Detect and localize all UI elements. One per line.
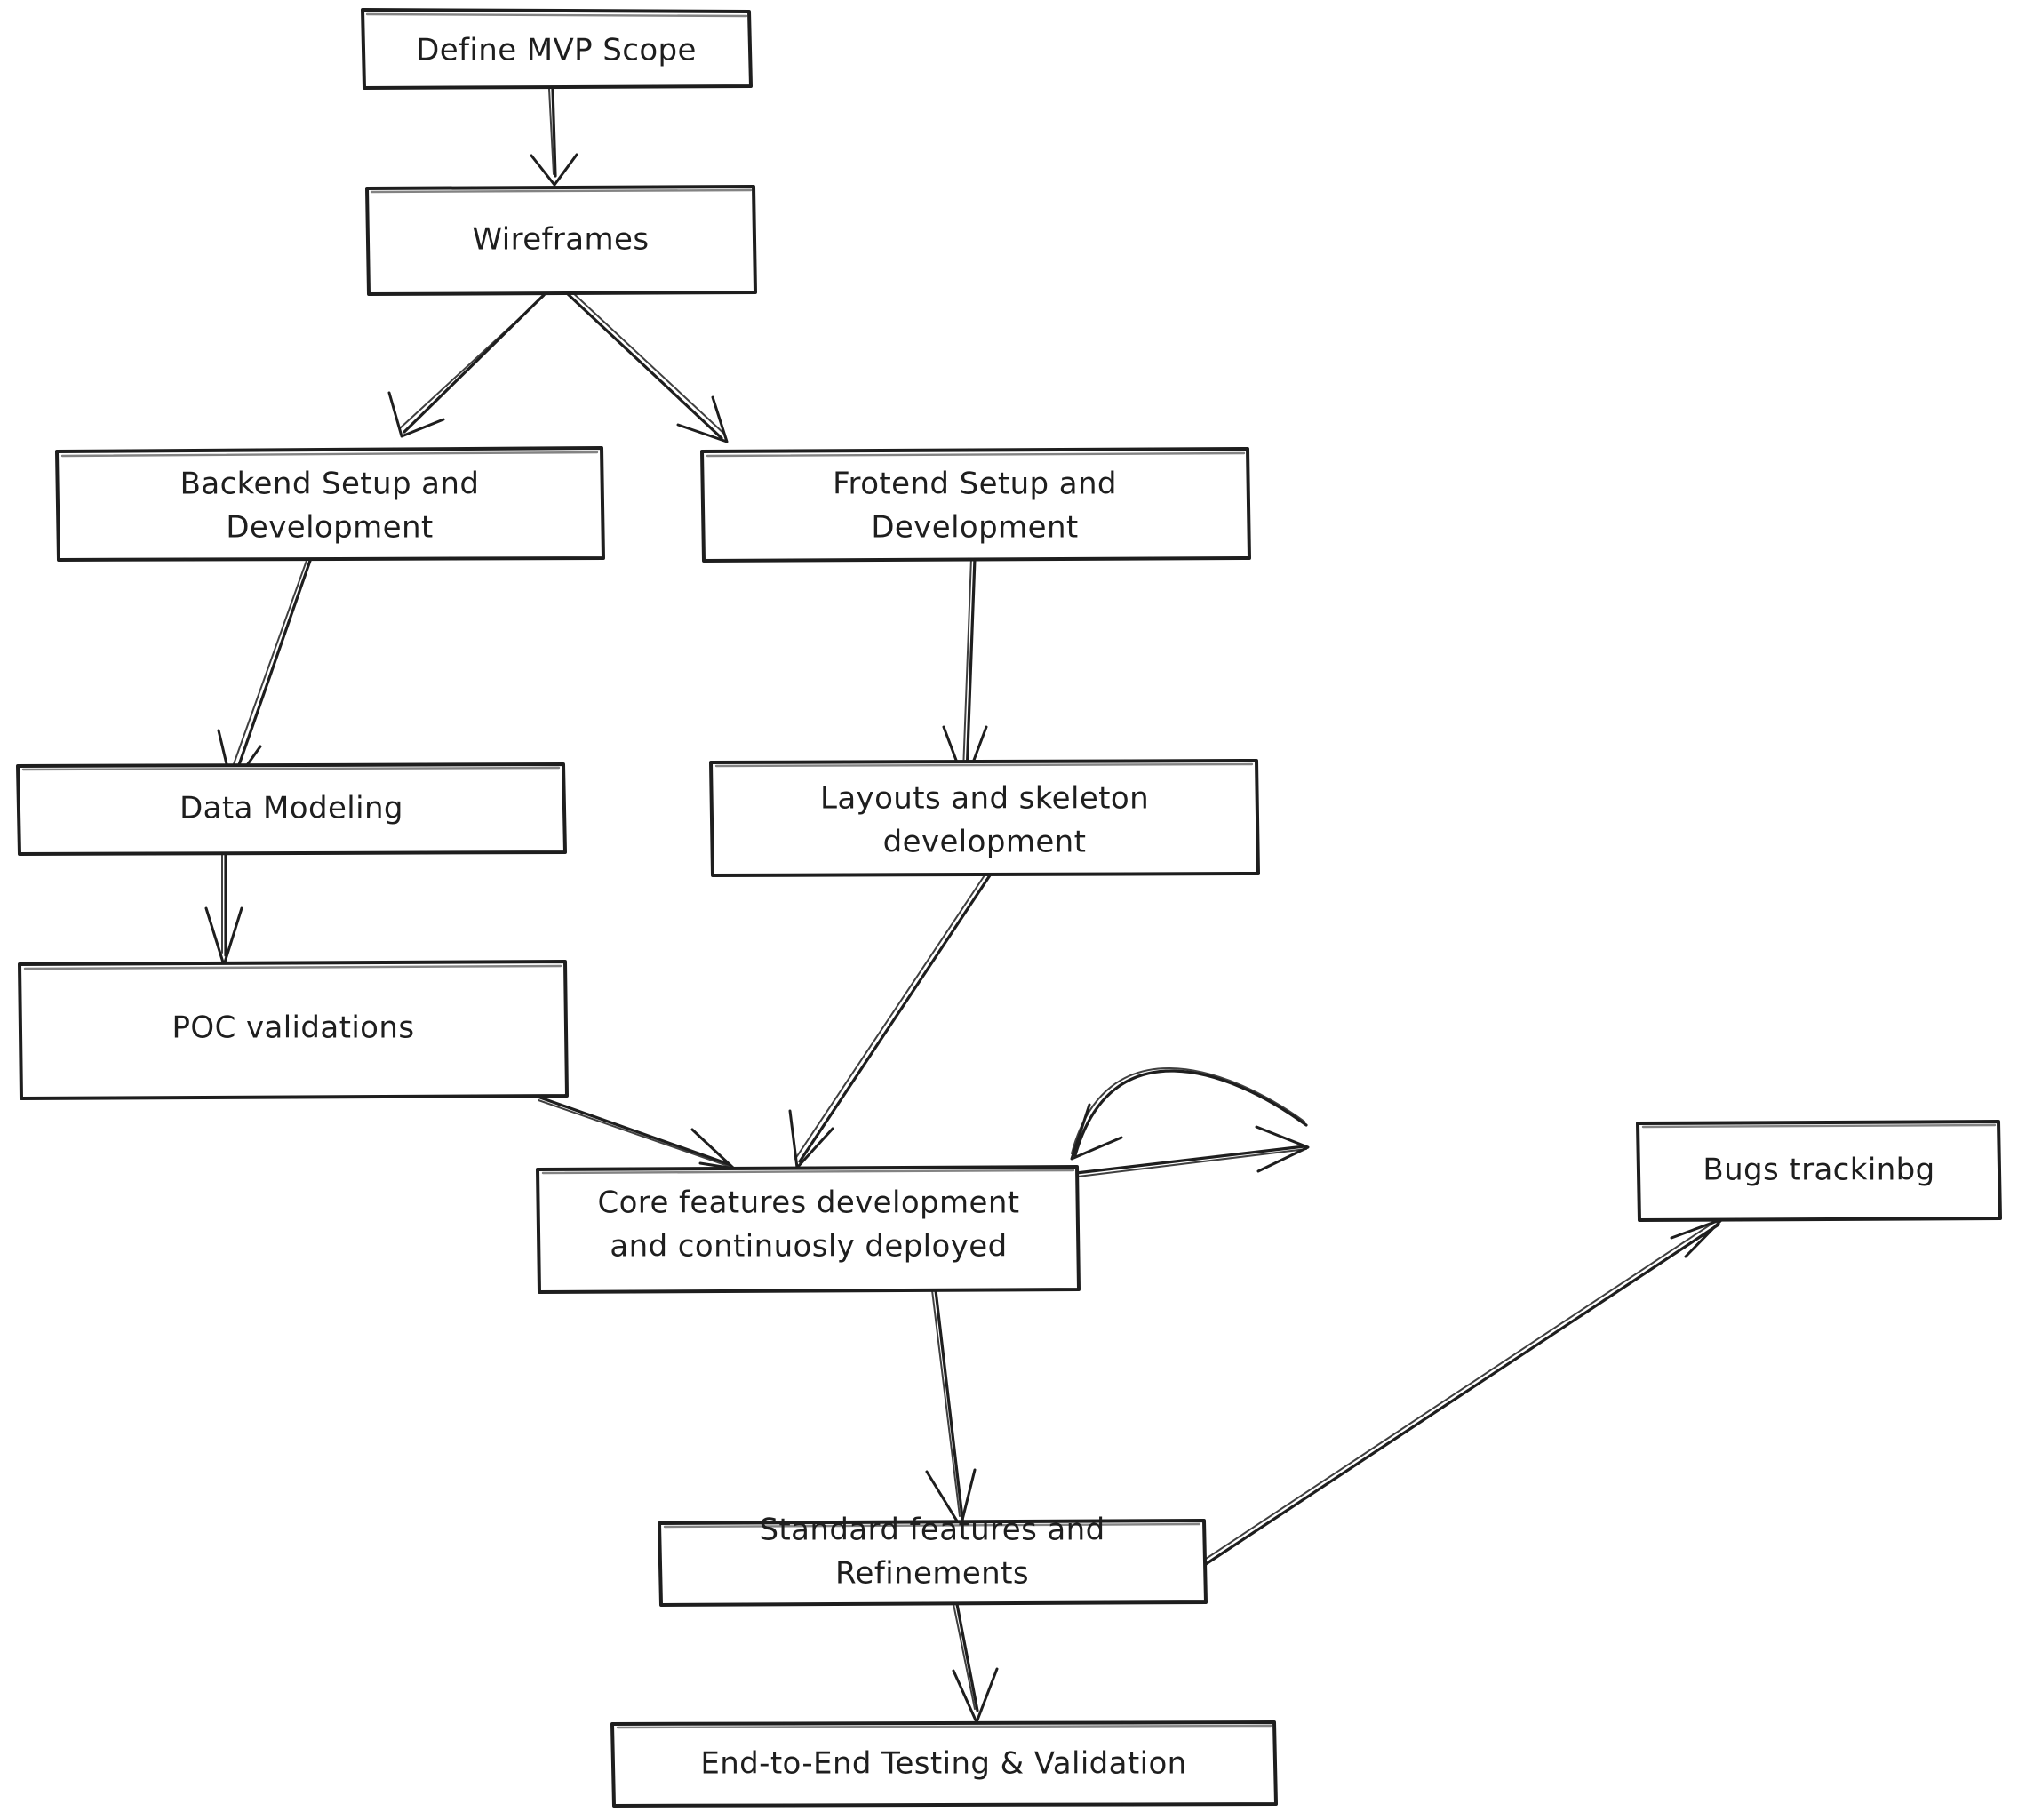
edge-standard-features-to-e2e-testing <box>952 1598 999 1724</box>
node-core-features[interactable]: Core features development and continuosl… <box>536 1165 1081 1294</box>
edge-poc-validations-to-core-features <box>536 1095 736 1170</box>
node-label-frotend-setup-line2: Development <box>871 510 1078 546</box>
node-wireframes[interactable]: Wireframes <box>365 185 757 296</box>
node-label-standard-features-line2: Refinements <box>835 1556 1029 1592</box>
node-label-e2e-testing: End-to-End Testing & Validation <box>700 1746 1186 1782</box>
node-label-backend-setup-line1: Backend Setup and <box>180 467 480 502</box>
edge-core-features-to-bugs-tracking <box>1074 1125 1310 1177</box>
node-label-define-mvp-scope: Define MVP Scope <box>416 33 697 68</box>
node-label-bugs-tracking: Bugs trackinbg <box>1703 1153 1934 1188</box>
edge-standard-features-to-bugs-tracking <box>1192 1217 1724 1573</box>
edge-frotend-setup-to-layouts-skeleton <box>942 556 988 786</box>
node-poc-validations[interactable]: POC validations <box>18 960 569 1100</box>
node-label-backend-setup-line2: Development <box>226 510 433 546</box>
edge-wireframes-to-frotend-setup <box>565 290 729 443</box>
node-layouts-skeleton[interactable]: Layouts and skeleton development <box>709 759 1260 877</box>
edge-define-mvp-scope-to-wireframes <box>530 87 578 187</box>
node-data-modeling[interactable]: Data Modeling <box>16 762 567 856</box>
node-standard-features[interactable]: Standard features and Refinements <box>658 1513 1208 1607</box>
node-backend-setup[interactable]: Backend Setup and Development <box>55 446 605 562</box>
node-bugs-tracking[interactable]: Bugs trackinbg <box>1636 1120 2002 1222</box>
edge-core-features-to-standard-features <box>925 1289 977 1529</box>
edge-layouts-skeleton-to-core-features <box>788 872 992 1169</box>
node-label-layouts-skeleton-line1: Layouts and skeleton <box>820 781 1149 817</box>
edge-wireframes-to-backend-setup <box>387 291 547 438</box>
nodes-layer: Define MVP Scope Wireframes Backend Setu… <box>16 8 2002 1808</box>
node-label-wireframes: Wireframes <box>472 222 649 258</box>
node-define-mvp-scope[interactable]: Define MVP Scope <box>361 8 753 90</box>
edge-bugs-tracking-to-core-features <box>1070 1067 1308 1161</box>
node-label-standard-features-line1: Standard features and <box>759 1513 1105 1548</box>
node-label-core-features-line1: Core features development <box>597 1185 1019 1221</box>
node-label-frotend-setup-line1: Frotend Setup and <box>833 467 1117 502</box>
node-label-data-modeling: Data Modeling <box>179 791 403 826</box>
node-label-core-features-line2: and continuosly deployed <box>610 1229 1007 1265</box>
node-e2e-testing[interactable]: End-to-End Testing & Validation <box>610 1720 1278 1808</box>
node-label-layouts-skeleton-line2: development <box>883 825 1087 860</box>
node-label-poc-validations: POC validations <box>172 1010 415 1046</box>
node-frotend-setup[interactable]: Frotend Setup and Development <box>700 447 1251 563</box>
edge-backend-setup-to-data-modeling <box>217 556 313 788</box>
edges-layer <box>204 87 1724 1724</box>
edge-data-modeling-to-poc-validations <box>204 851 243 967</box>
